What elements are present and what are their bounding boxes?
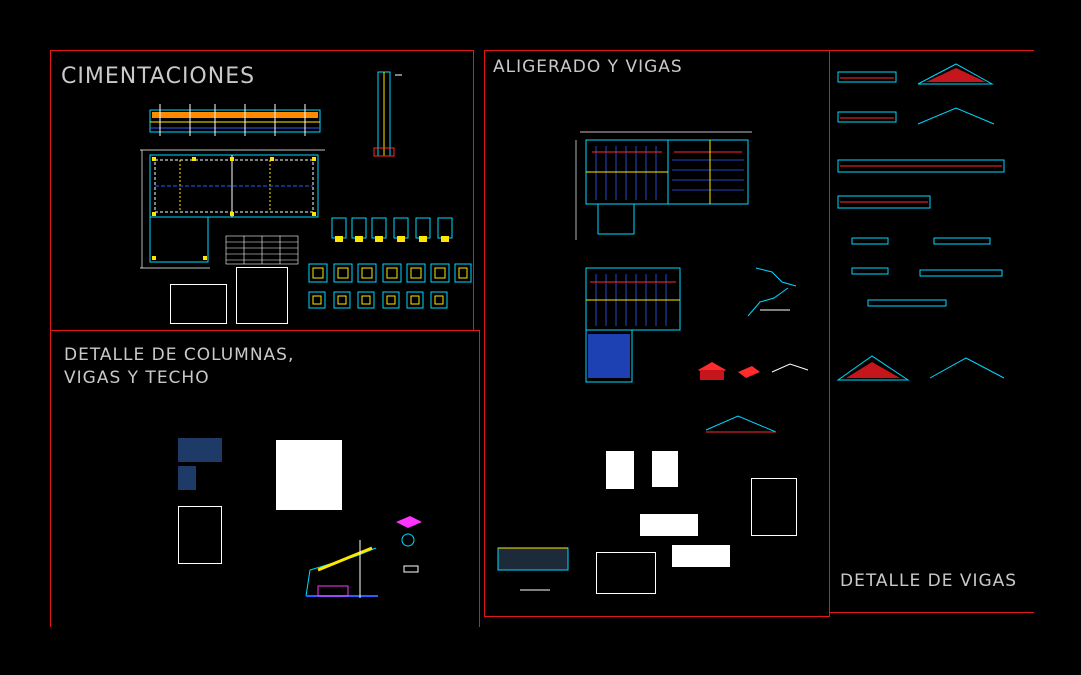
sheet-title-aligerado: ALIGERADO Y VIGAS <box>493 57 683 77</box>
roof-section-detail <box>305 540 378 598</box>
notes-panel-cimentaciones-2 <box>236 267 288 324</box>
notes-panel-aligerado-3 <box>751 478 797 536</box>
notes-panel-aligerado-5 <box>596 552 656 594</box>
sheet-frame-columnas <box>50 330 480 627</box>
isometric-details <box>698 362 809 380</box>
purlin-detail <box>396 516 422 573</box>
notes-panel-aligerado-6 <box>672 545 730 567</box>
roof-gable-details <box>836 63 1005 381</box>
wall-section <box>373 71 402 157</box>
column-detail-panel <box>178 466 196 490</box>
stair-section <box>497 547 569 591</box>
sheet-title-vigas: DETALLE DE VIGAS <box>840 571 1018 591</box>
notes-panel-cimentaciones-1 <box>170 284 227 324</box>
beam-details-stairs <box>747 267 797 317</box>
slab-plan-upper <box>575 131 752 240</box>
notes-panel-aligerado-2 <box>652 451 678 487</box>
notes-panel-columnas <box>178 506 222 564</box>
footing-details <box>331 217 453 242</box>
column-schedule-panel <box>178 438 222 462</box>
roof-truss-detail <box>705 415 777 433</box>
slab-plan-lower <box>585 267 681 383</box>
sheet-frame-vigas <box>829 50 1034 613</box>
foundation-elevation <box>149 104 321 136</box>
sheet-title-columnas-line1: DETALLE DE COLUMNAS, <box>64 345 295 365</box>
beam-schedule-table <box>276 440 342 510</box>
sheet-title-cimentaciones: CIMENTACIONES <box>61 64 256 89</box>
notes-panel-aligerado-1 <box>606 451 634 489</box>
footing-schedule-table <box>225 235 299 265</box>
beam-elevations <box>837 71 1005 307</box>
notes-panel-aligerado-4 <box>640 514 698 536</box>
sheet-title-columnas-line2: VIGAS Y TECHO <box>64 368 210 388</box>
foundation-plan <box>140 149 325 269</box>
column-sections <box>308 263 472 309</box>
